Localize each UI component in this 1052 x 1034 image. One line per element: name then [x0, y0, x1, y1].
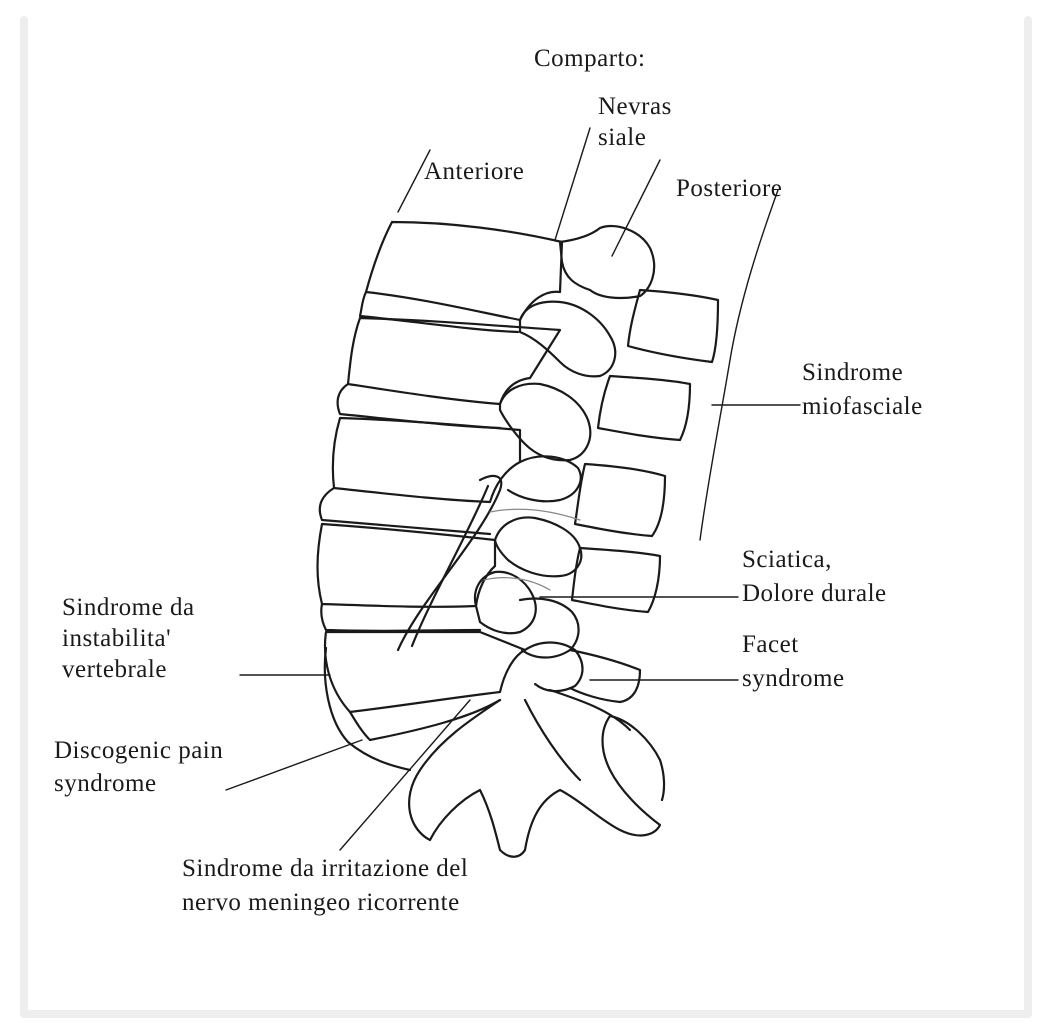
posterior-text: Posteriore	[676, 174, 782, 203]
myofascial-label: Sindrome miofasciale	[802, 356, 923, 424]
neuraxial-line-1: Nevras	[598, 91, 672, 122]
compartment-heading: Comparto:	[534, 44, 645, 73]
meningeal-label: Sindrome da irritazione del nervo mening…	[182, 852, 468, 920]
discogenic-line-2: syndrome	[54, 767, 223, 800]
discogenic-label: Discogenic pain syndrome	[54, 734, 223, 800]
instability-line-2: instabilita'	[62, 623, 195, 654]
sciatica-line-1: Sciatica,	[742, 543, 887, 577]
compartment-label: Comparto:	[534, 44, 645, 73]
myofascial-line-1: Sindrome	[802, 356, 923, 390]
discogenic-line-1: Discogenic pain	[54, 734, 223, 767]
neuraxial-label: Nevras siale	[598, 91, 672, 153]
neuraxial-line-2: siale	[598, 122, 672, 153]
instability-line-3: vertebrale	[62, 654, 195, 685]
meningeal-line-1: Sindrome da irritazione del	[182, 852, 468, 886]
posterior-label: Posteriore	[676, 174, 782, 203]
anterior-text: Anteriore	[424, 157, 524, 186]
sciatica-line-2: Dolore durale	[742, 577, 887, 611]
myofascial-line-2: miofasciale	[802, 390, 923, 424]
meningeal-line-2: nervo meningeo ricorrente	[182, 886, 468, 920]
instability-label: Sindrome da instabilita' vertebrale	[62, 592, 195, 685]
facet-label: Facet syndrome	[742, 628, 845, 696]
instability-line-1: Sindrome da	[62, 592, 195, 623]
anterior-label: Anteriore	[424, 157, 524, 186]
facet-line-2: syndrome	[742, 662, 845, 696]
facet-line-1: Facet	[742, 628, 845, 662]
sciatica-label: Sciatica, Dolore durale	[742, 543, 887, 611]
